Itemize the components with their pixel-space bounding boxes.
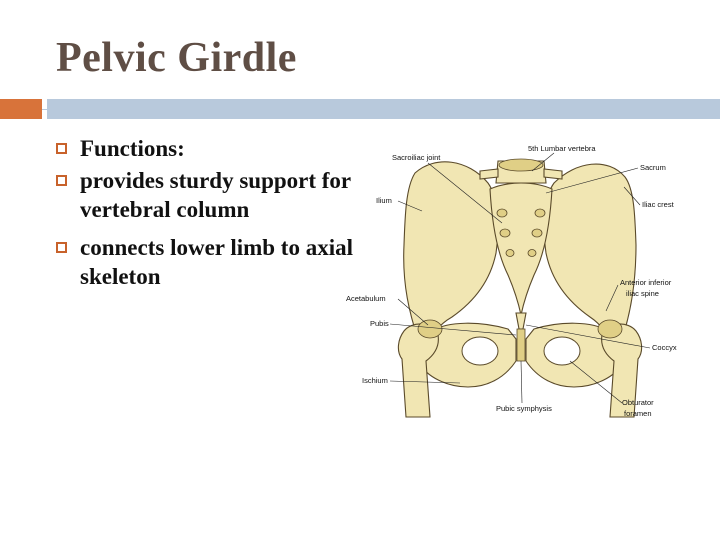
slide-title: Pelvic Girdle bbox=[56, 35, 297, 81]
pubic-symphysis bbox=[516, 328, 526, 362]
label-lumbar-vertebra: 5th Lumbar vertebra bbox=[528, 144, 596, 153]
label-ilium: Ilium bbox=[376, 196, 392, 205]
left-ilium bbox=[403, 161, 499, 344]
left-obturator-foramen bbox=[461, 336, 499, 366]
right-obturator-foramen bbox=[543, 336, 581, 366]
square-bullet-icon bbox=[56, 175, 67, 186]
bullet-text: provides sturdy support for vertebral co… bbox=[80, 168, 351, 222]
square-bullet-icon bbox=[56, 143, 67, 154]
sacrum bbox=[489, 182, 553, 316]
label-sacrum: Sacrum bbox=[640, 163, 666, 172]
pelvis-illustration: Sacroiliac joint 5th Lumbar vertebra Sac… bbox=[346, 144, 677, 418]
label-pubis: Pubis bbox=[370, 319, 389, 328]
square-bullet-icon bbox=[56, 242, 67, 253]
accent-bar-blue bbox=[47, 99, 720, 119]
bullet-item: Functions: bbox=[56, 134, 356, 163]
label-ischium: Ischium bbox=[362, 376, 388, 385]
label-acetabulum: Acetabulum bbox=[346, 294, 386, 303]
bullet-text: Functions: bbox=[80, 136, 185, 161]
label-anterior-inferior: Anterior inferior bbox=[620, 278, 672, 287]
label-iliac-crest: Iliac crest bbox=[642, 200, 675, 209]
bullet-item: provides sturdy support for vertebral co… bbox=[56, 166, 356, 224]
bullet-list: Functions: provides sturdy support for v… bbox=[56, 134, 356, 300]
right-ilium bbox=[543, 163, 637, 344]
label-iliac-spine: iliac spine bbox=[626, 289, 659, 298]
coccyx bbox=[515, 312, 527, 330]
accent-bar-orange bbox=[0, 99, 42, 119]
bullet-item: connects lower limb to axial skeleton bbox=[56, 233, 356, 291]
pelvis-diagram: Sacroiliac joint 5th Lumbar vertebra Sac… bbox=[340, 125, 700, 425]
label-pubic-symphysis: Pubic symphysis bbox=[496, 404, 552, 413]
label-coccyx: Coccyx bbox=[652, 343, 677, 352]
label-foramen: foramen bbox=[624, 409, 652, 418]
label-obturator: Obturator bbox=[622, 398, 654, 407]
bullet-text: connects lower limb to axial skeleton bbox=[80, 235, 353, 289]
accent-connector bbox=[42, 109, 47, 110]
label-sacroiliac-joint: Sacroiliac joint bbox=[392, 153, 441, 162]
